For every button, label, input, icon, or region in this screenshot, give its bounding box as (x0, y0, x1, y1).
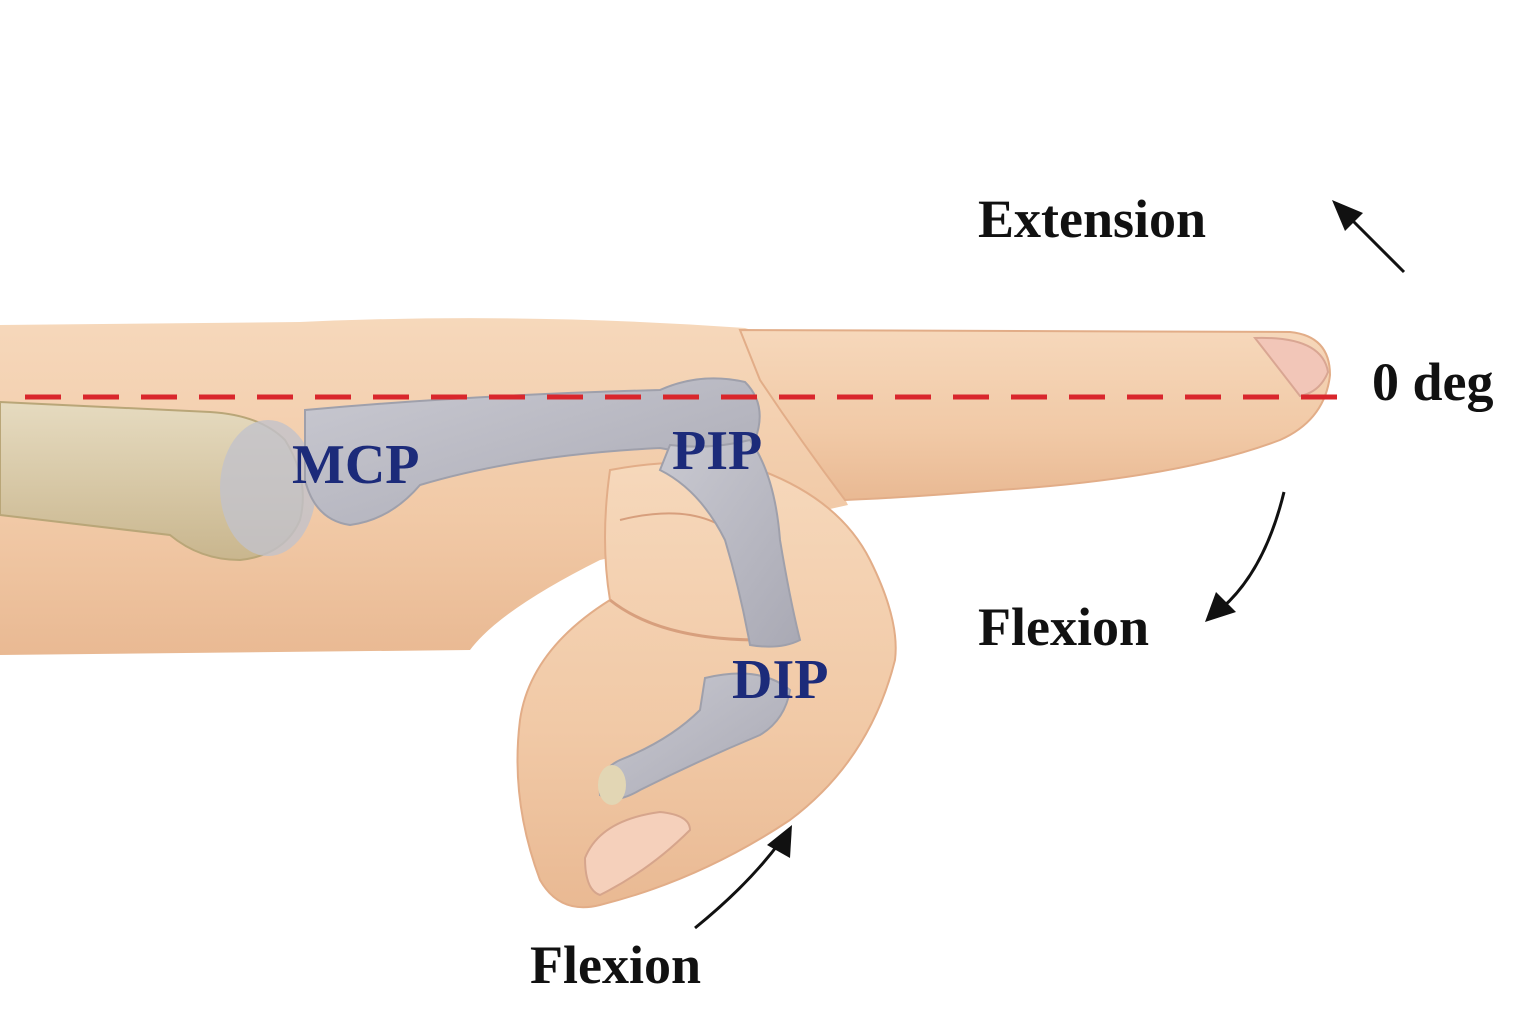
flexed-fingernail (583, 810, 692, 897)
extended-fingernail (1252, 336, 1330, 398)
flexion-arrow-bottom (694, 825, 792, 930)
metacarpal-head (220, 420, 316, 556)
flexion-label-right: Flexion (978, 597, 1149, 657)
palm-crease (609, 598, 761, 642)
extension-arrow (1332, 200, 1406, 274)
pip-joint-label: PIP (672, 420, 763, 482)
extension-label: Extension (978, 189, 1207, 249)
zero-degree-label: 0 deg (1372, 352, 1494, 412)
mcp-joint-label: MCP (292, 434, 420, 496)
distal-tip (598, 765, 626, 805)
distal-phalanx (598, 672, 792, 800)
extended-finger (738, 328, 1332, 502)
middle-phalanx (658, 438, 802, 648)
flexion-label-bottom: Flexion (530, 935, 701, 995)
flexion-arrow-right (1205, 491, 1286, 622)
dip-joint-label: DIP (732, 649, 829, 711)
